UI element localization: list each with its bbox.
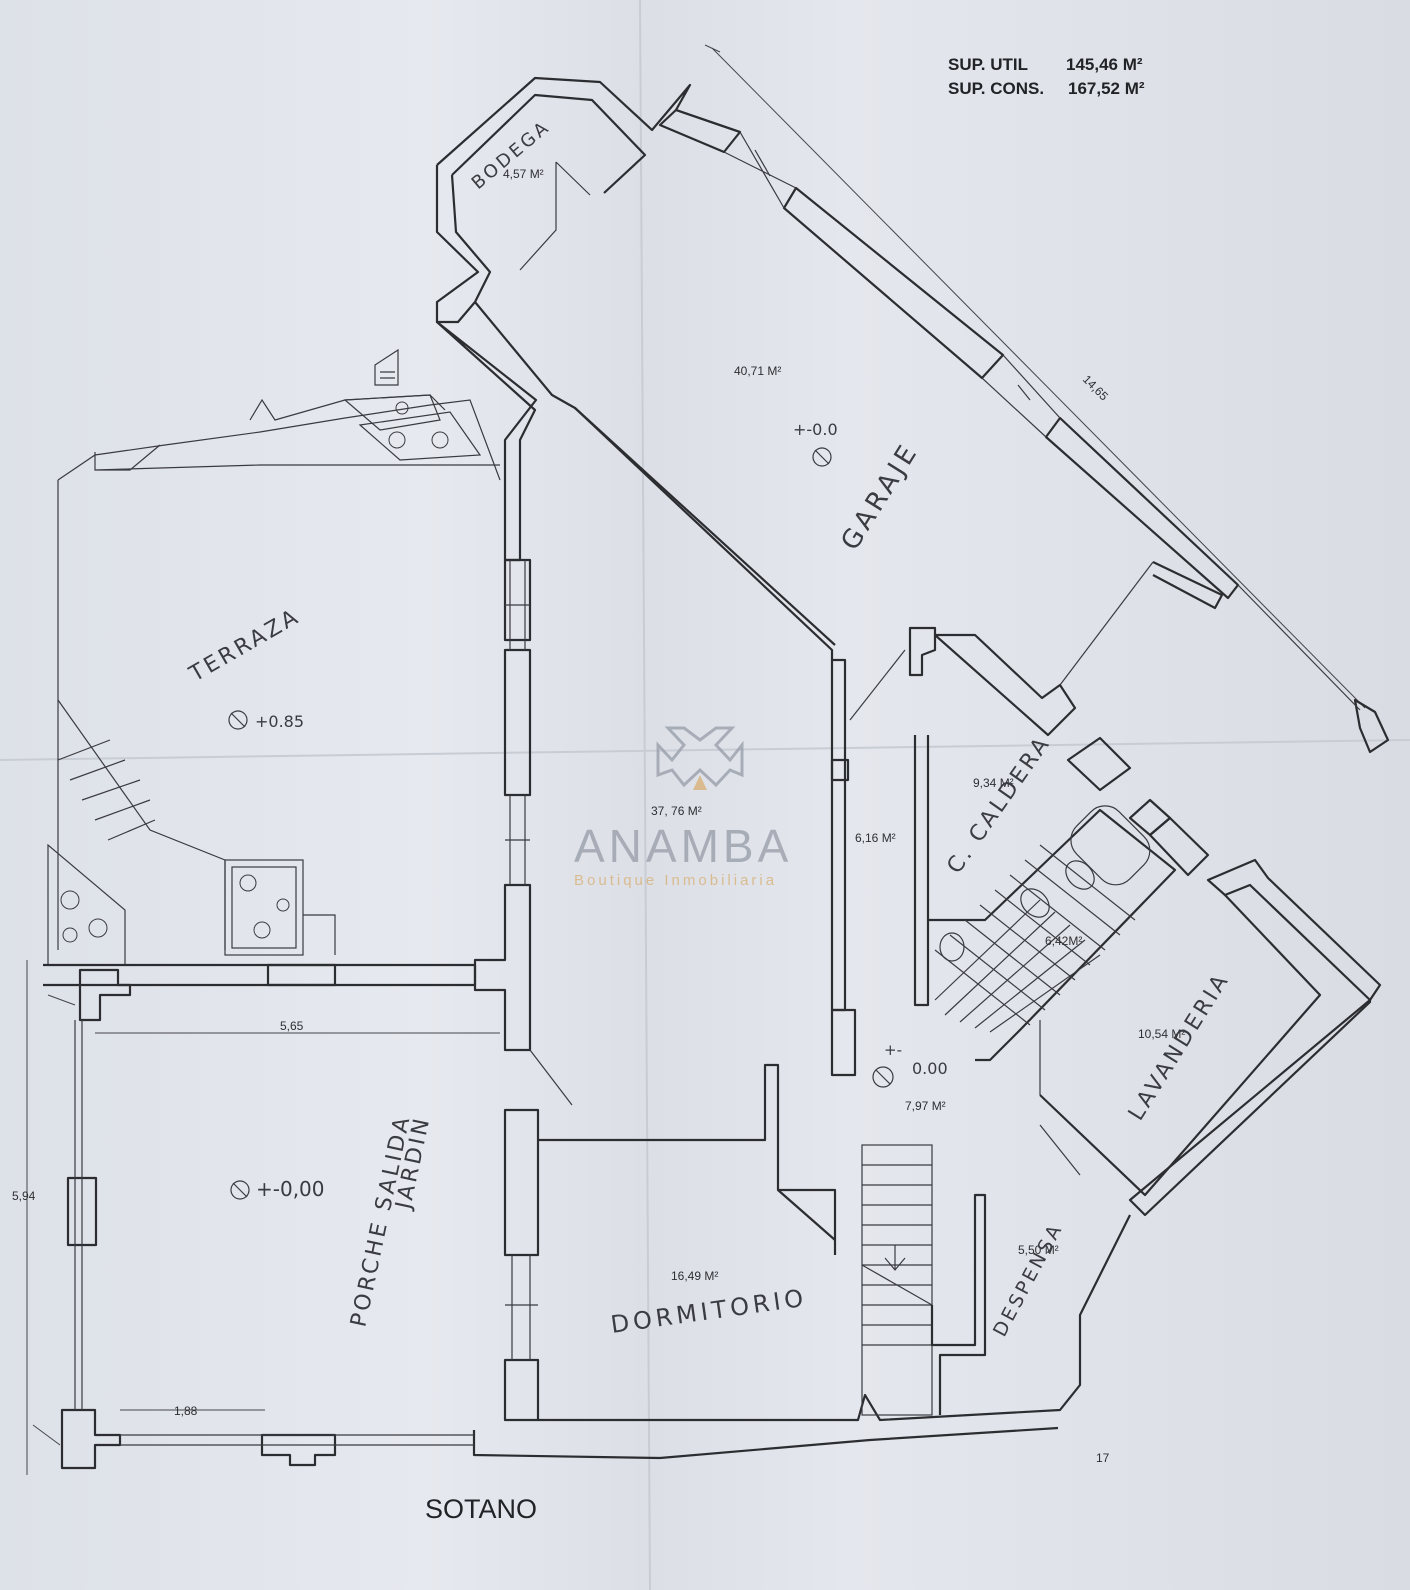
level-marker-garaje-icon: [812, 447, 832, 467]
dimension-porche-width: 5,65: [280, 1019, 304, 1033]
room-level-garaje: +-0.0: [793, 420, 838, 439]
bath-tile-grid: [934, 844, 1136, 1033]
sup-util-value: 145,46 M²: [1066, 55, 1143, 74]
room-area-caldera: 9,34 M²: [973, 776, 1014, 790]
paper-fold-horizontal: [0, 739, 1410, 761]
room-label-bodega: BODEGA: [468, 116, 555, 194]
staircase-treads: [861, 1164, 933, 1346]
room-level-porche: +-0,00: [256, 1177, 325, 1201]
dimension-small: 1,88: [174, 1404, 198, 1418]
room-label-garaje: GARAJE: [835, 437, 924, 555]
pasillo-walls: [830, 626, 1382, 1077]
anamba-logo-icon: [656, 726, 744, 790]
room-label-despensa: DESPENSA: [989, 1219, 1067, 1340]
garage-salon-wall: [435, 301, 1224, 721]
watermark-tagline: Boutique Inmobiliaria: [574, 872, 777, 889]
room-area-pasillo: 6,16 M²: [855, 831, 896, 845]
dormitorio-walls: [472, 1063, 1131, 1460]
terrace-stair: [47, 699, 226, 966]
room-area-bano: 6,42M²: [1045, 934, 1082, 948]
porche-walls: [26, 960, 500, 1475]
room-area-garaje: 40,71 M²: [734, 364, 781, 378]
room-area-despensa: 5,50 M²: [1018, 1243, 1059, 1257]
planter-right: [224, 859, 336, 956]
room-area-distribuidor: 7,97 M²: [905, 1099, 946, 1113]
room-label-dormitorio: DORMITORIO: [609, 1284, 809, 1339]
sup-util-label: SUP. UTIL: [948, 55, 1028, 74]
room-label-lavanderia: LAVANDERIA: [1124, 968, 1235, 1125]
room-area-dormitorio: 16,49 M²: [671, 1269, 718, 1283]
bodega-walls: [435, 76, 741, 324]
room-label-terraza: TERRAZA: [185, 604, 305, 688]
page-number: 17: [1096, 1451, 1110, 1465]
room-area-bodega: 4,57 M²: [503, 167, 544, 181]
planter-top: [343, 348, 482, 461]
room-level-terraza: +0.85: [255, 712, 304, 731]
room-level-distribuidor-sign: +-: [884, 1041, 902, 1059]
garage-exterior-wall: [658, 44, 1390, 754]
dimension-porche-height: 5,94: [12, 1189, 36, 1203]
level-marker-distribuidor-icon: [872, 1066, 894, 1088]
watermark: ANAMBA Boutique Inmobiliaria: [574, 726, 792, 889]
paper-fold-vertical: [639, 0, 651, 1590]
sup-cons-value: 167,52 M²: [1068, 79, 1145, 98]
level-marker-porche-icon: [230, 1180, 250, 1200]
lavanderia-walls: [1039, 894, 1372, 1217]
sup-cons-label: SUP. CONS.: [948, 79, 1044, 98]
dimension-diagonal: 14,65: [1080, 372, 1111, 403]
terraza-outline: [47, 348, 501, 966]
room-level-distribuidor: 0.00: [912, 1059, 948, 1078]
level-marker-terraza-icon: [228, 710, 248, 730]
watermark-brand: ANAMBA: [574, 820, 792, 872]
level-marker-icons: [228, 447, 894, 1200]
room-label-caldera: C. CALDERA: [942, 731, 1056, 878]
floor-name: SOTANO: [425, 1494, 537, 1524]
caldera-bano-walls: [913, 735, 1177, 1062]
central-wall: [473, 558, 573, 1422]
room-area-salon: 37, 76 M²: [651, 804, 702, 818]
room-area-lavanderia: 10,54 M²: [1138, 1027, 1185, 1041]
